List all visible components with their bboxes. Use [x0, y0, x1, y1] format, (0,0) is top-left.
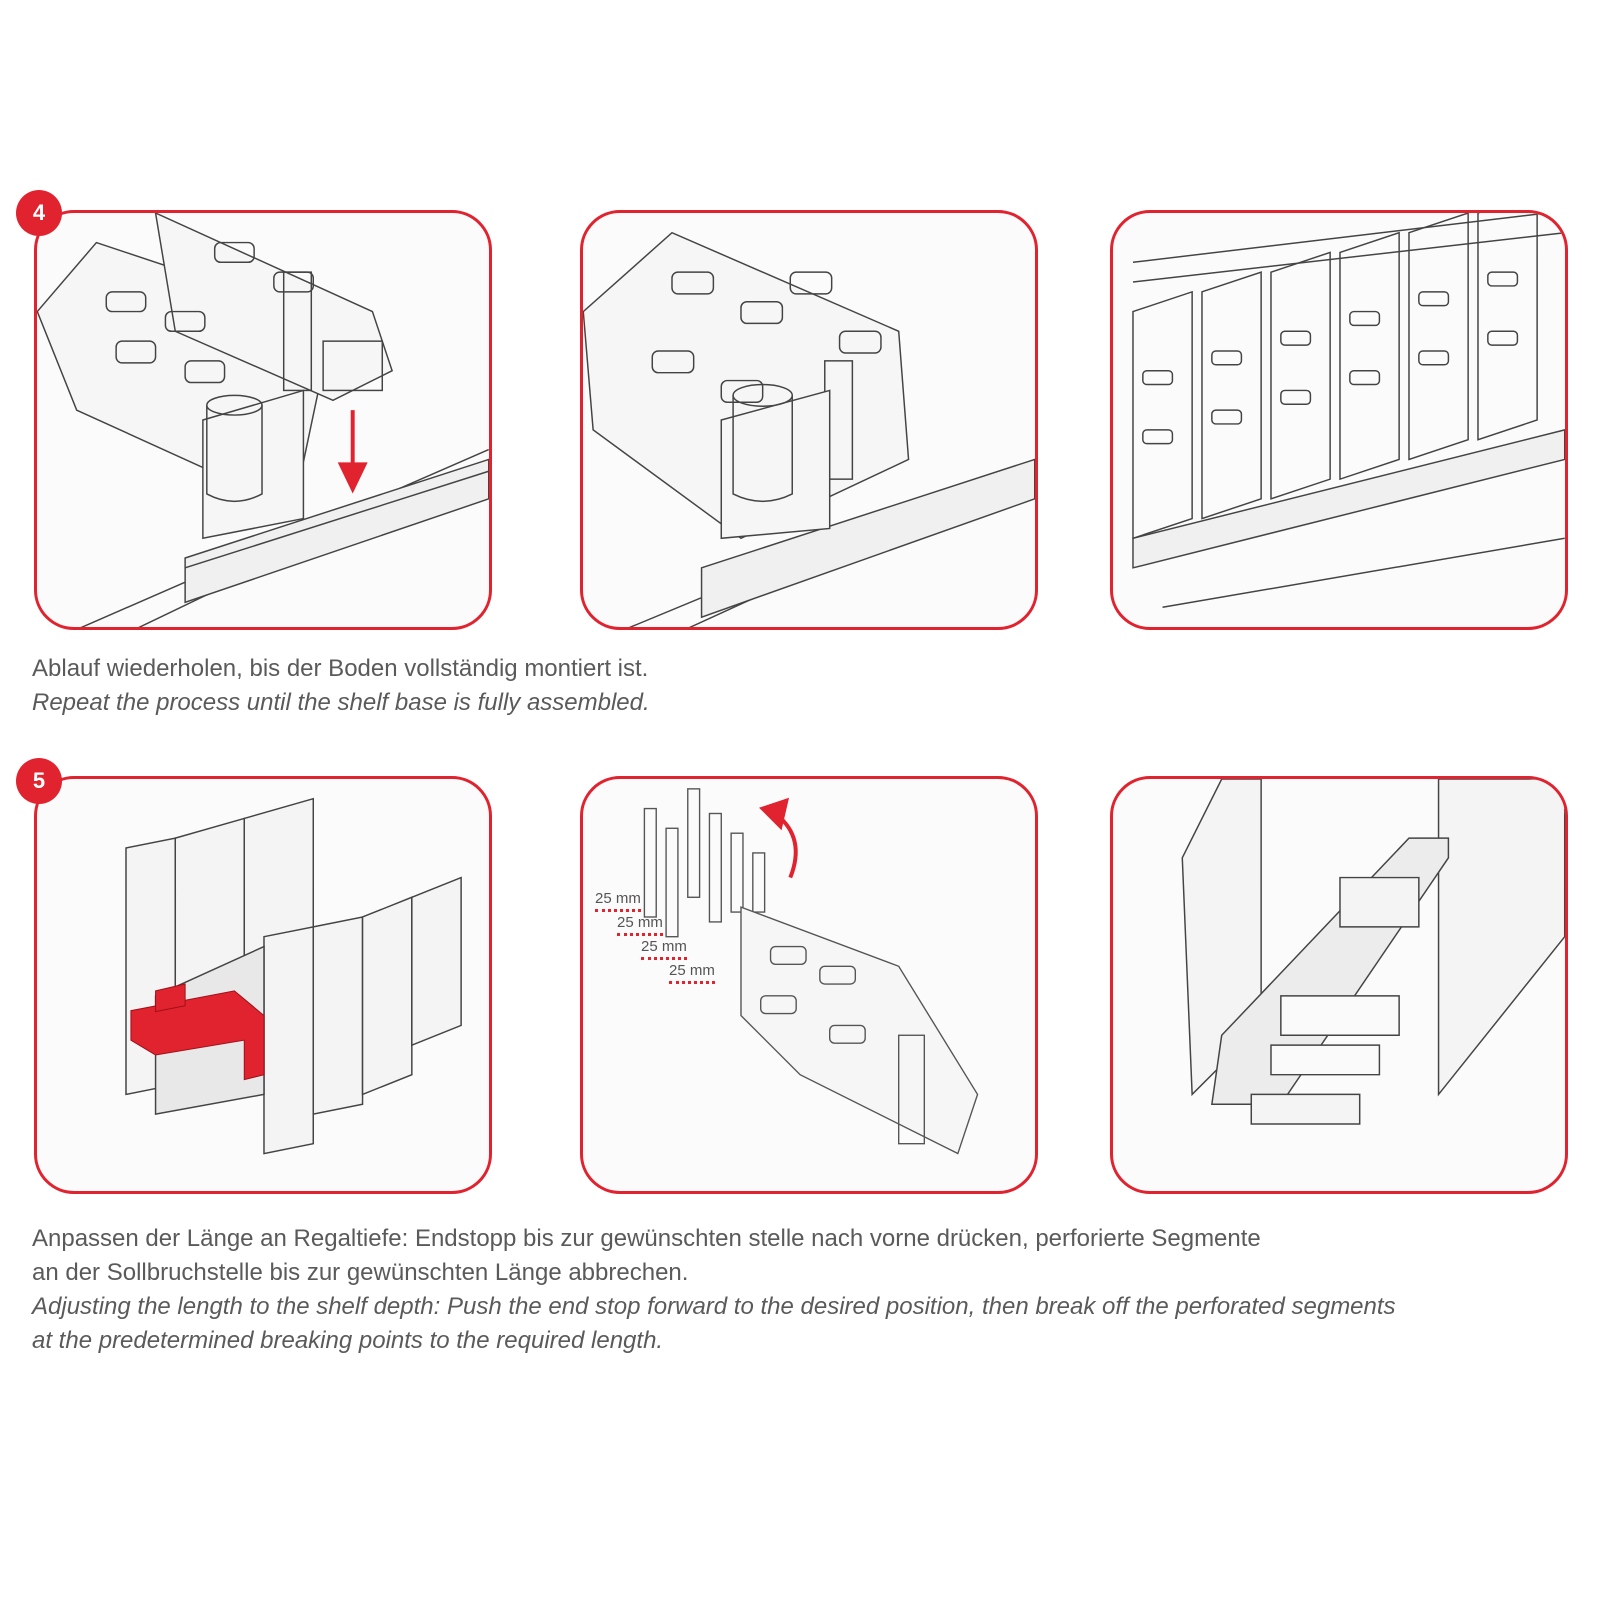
- measure-label-3: 25 mm: [641, 939, 687, 960]
- illustration-break-segments: [643, 788, 979, 1155]
- step-4-panel-2: [580, 210, 1038, 630]
- step-4-caption-german: Ablauf wiederholen, bis der Boden vollst…: [32, 655, 649, 682]
- measure-label-4: 25 mm: [669, 963, 715, 984]
- step-5-caption-german-1: Anpassen der Länge an Regaltiefe: Endsto…: [32, 1225, 1261, 1252]
- illustration-full-shelf: [1132, 213, 1565, 609]
- step-5-caption-german-2: an der Sollbruchstelle bis zur gewünscht…: [32, 1259, 689, 1286]
- step-4-caption-english: Repeat the process until the shelf base …: [32, 689, 650, 716]
- step-5-panel-1: [34, 776, 492, 1194]
- step-5-caption-english-1: Adjusting the length to the shelf depth:…: [32, 1293, 1396, 1320]
- step-4-panel-3: [1110, 210, 1568, 630]
- measure-label-2: 25 mm: [617, 915, 663, 936]
- step-5-panel-2: 25 mm 25 mm 25 mm 25 mm: [580, 776, 1038, 1194]
- illustration-divider-seated: [583, 231, 1035, 627]
- illustration-adjusted-length: [1181, 779, 1565, 1125]
- illustration-end-stop: [125, 797, 462, 1155]
- illustration-divider-insert: [37, 213, 489, 627]
- step-4-panel-1: [34, 210, 492, 630]
- step-4-caption: Ablauf wiederholen, bis der Boden vollst…: [32, 652, 650, 720]
- step-5-panel-3: [1110, 776, 1568, 1194]
- measure-label-1: 25 mm: [595, 891, 641, 912]
- step-5-badge: 5: [16, 758, 62, 804]
- step-4-badge: 4: [16, 190, 62, 236]
- step-5-caption-english-2: at the predetermined breaking points to …: [32, 1327, 664, 1354]
- step-5-caption: Anpassen der Länge an Regaltiefe: Endsto…: [32, 1222, 1396, 1358]
